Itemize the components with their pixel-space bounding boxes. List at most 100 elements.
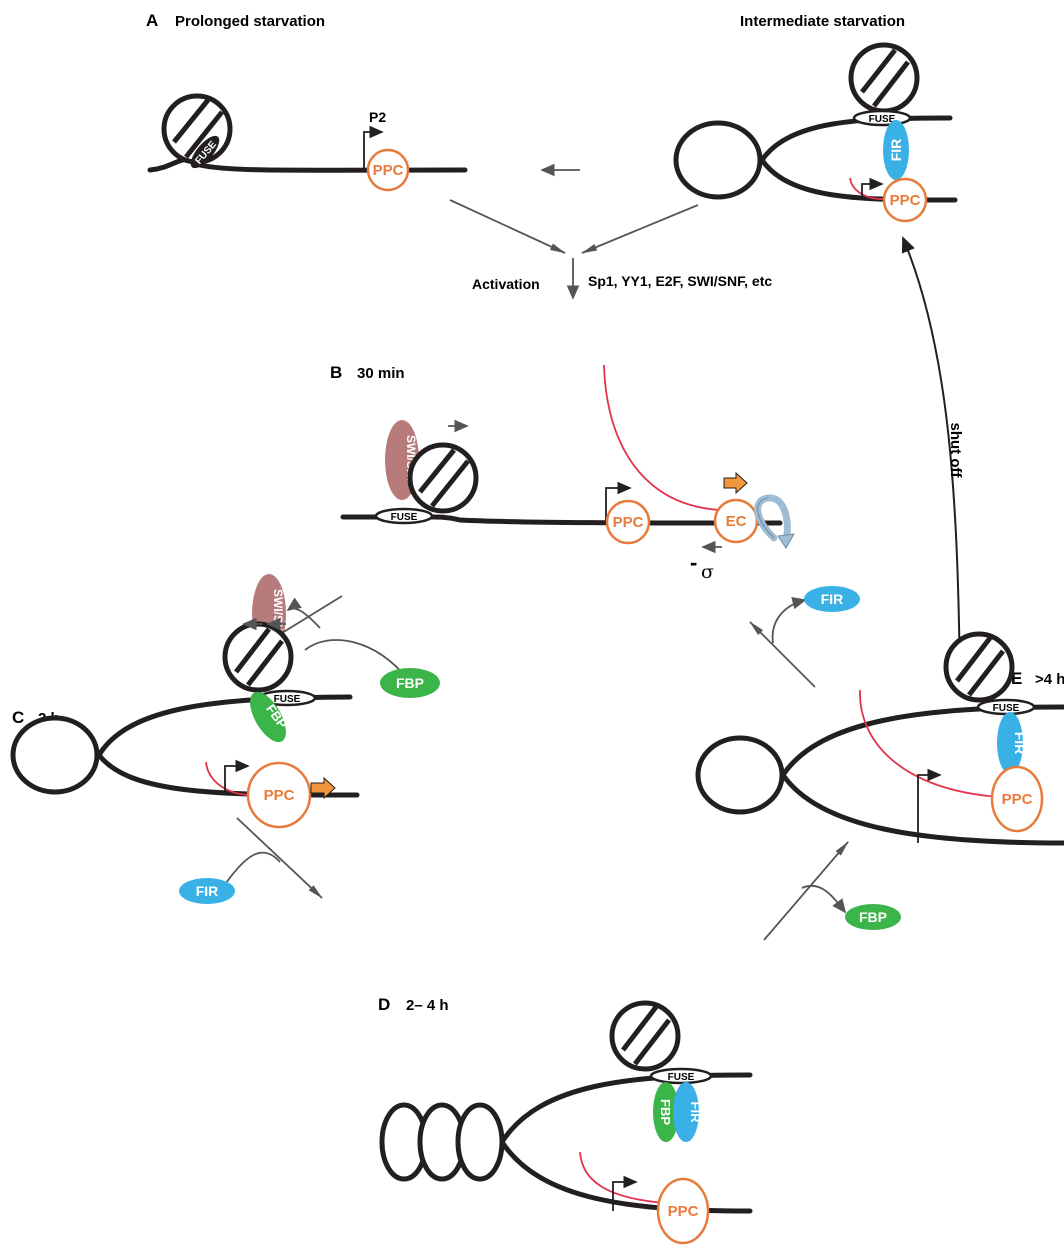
fir-protein: FIR — [179, 878, 235, 904]
ppc-complex: PPC — [990, 765, 1044, 833]
svg-text:FBP: FBP — [658, 1099, 673, 1125]
transition-c-to-d: FIR — [179, 817, 323, 904]
fir-protein: FIR — [997, 712, 1028, 774]
nascent-rna — [859, 689, 1001, 798]
p2-label: P2 — [369, 109, 386, 125]
fbp-protein: FBP — [845, 904, 901, 930]
transition-arrow — [749, 621, 816, 688]
transition-arrow — [236, 817, 323, 899]
dna-strand-upper — [499, 1072, 753, 1145]
transcription-direction-arrow — [310, 776, 336, 800]
dna-loops — [379, 1102, 505, 1182]
panel-d: D 2– 4 h FUSE FBP FIR PPC — [378, 995, 753, 1245]
dna-strand-lower — [780, 772, 1064, 846]
promoter-arrow — [612, 1175, 638, 1211]
transcription-direction-arrow — [723, 471, 748, 495]
dna-strand-upper — [96, 694, 353, 758]
shut-off-arrow — [901, 236, 961, 689]
svg-text:PPC: PPC — [613, 514, 644, 531]
svg-text:FIR: FIR — [688, 1102, 703, 1124]
panel-d-title: 2– 4 h — [406, 997, 449, 1014]
svg-text:FUSE: FUSE — [993, 703, 1020, 714]
ppc-complex: PPC — [246, 761, 312, 829]
ppc-complex: PPC — [882, 177, 928, 223]
panel-c: C 2 h FUSE FBP PPC — [10, 617, 360, 829]
fir-protein: FIR — [804, 586, 860, 612]
panel-a-title: Prolonged starvation — [175, 13, 325, 30]
shut-off-label: shut off — [947, 423, 964, 479]
dna-loop — [673, 120, 763, 200]
fir-protein: FIR — [883, 120, 909, 180]
panel-c-letter: C — [12, 708, 24, 727]
release-arrow — [801, 885, 847, 914]
binding-arrow — [220, 851, 281, 891]
elongation-complex: EC — [713, 498, 759, 544]
convergence-arrow-left — [449, 199, 566, 254]
nucleosome — [943, 631, 1015, 703]
ppc-complex: PPC — [605, 499, 651, 545]
activation-label: Activation — [472, 276, 540, 292]
activation-factors: Sp1, YY1, E2F, SWI/SNF, etc — [588, 273, 772, 289]
dna-strand-upper — [759, 115, 953, 163]
convergence-arrow-right — [581, 204, 699, 254]
dna-strand — [147, 156, 468, 173]
svg-text:FIR: FIR — [821, 591, 844, 607]
svg-text:EC: EC — [726, 513, 747, 530]
transition-b-to-e: FIR — [749, 586, 860, 688]
sigma-symbol: σ — [701, 561, 714, 583]
fir-protein: FIR — [673, 1082, 703, 1142]
promoter-arrow — [363, 125, 384, 170]
panel-a-intermediate: Intermediate starvation FUSE FIR PPC — [673, 13, 958, 223]
svg-text:FIR: FIR — [196, 883, 219, 899]
fuse-element: FUSE — [976, 698, 1036, 716]
sigma-minus: - — [690, 550, 697, 575]
svg-text:FBP: FBP — [396, 675, 424, 691]
nascent-rna — [579, 1151, 666, 1204]
svg-text:FUSE: FUSE — [668, 1072, 695, 1083]
panel-a2-title: Intermediate starvation — [740, 13, 905, 30]
ppc-complex: PPC — [656, 1177, 710, 1245]
panel-e: E >4 h FUSE FIR PPC — [695, 631, 1064, 846]
shut-off-pathway: shut off — [901, 236, 964, 689]
transition-d-to-e: FBP — [763, 841, 901, 941]
binding-arrow — [304, 639, 409, 681]
promoter-arrow — [861, 177, 884, 200]
panel-b-letter: B — [330, 363, 342, 382]
dna-loop — [695, 735, 785, 815]
panel-b: B 30 min SWI/SNF FUSE PPC EC — [330, 363, 795, 583]
svg-text:FIR: FIR — [1012, 732, 1028, 755]
svg-text:PPC: PPC — [668, 1203, 699, 1220]
fbp-protein: FBP — [380, 668, 440, 698]
svg-text:FUSE: FUSE — [869, 114, 896, 125]
promoter-arrow — [917, 768, 942, 843]
svg-text:PPC: PPC — [1002, 791, 1033, 808]
svg-text:FBP: FBP — [859, 909, 887, 925]
nucleosome — [222, 621, 294, 693]
promoter-arrow — [224, 759, 250, 795]
svg-text:PPC: PPC — [373, 162, 404, 179]
nascent-rna — [205, 761, 253, 796]
fuse-element: FUSE — [852, 109, 912, 127]
panel-a: A Prolonged starvation FUSE P2 PPC — [146, 11, 580, 192]
release-arrow — [771, 596, 807, 644]
transition-arrow — [763, 841, 849, 941]
activation-block: Activation Sp1, YY1, E2F, SWI/SNF, etc — [449, 199, 772, 300]
nascent-rna — [603, 364, 721, 511]
dna-strand-lower — [499, 1139, 753, 1214]
supercoil-icon — [754, 494, 795, 549]
svg-text:FIR: FIR — [888, 139, 904, 162]
nucleosome — [848, 42, 920, 114]
panel-a-letter: A — [146, 11, 158, 30]
svg-text:PPC: PPC — [890, 192, 921, 209]
ppc-complex: PPC — [366, 148, 410, 192]
fuse-element: FUSE — [374, 507, 434, 525]
release-arrow — [286, 597, 321, 629]
dna-loop — [10, 715, 100, 795]
panel-e-title: >4 h — [1035, 671, 1064, 688]
svg-text:FUSE: FUSE — [391, 512, 418, 523]
panel-d-letter: D — [378, 995, 390, 1014]
promoter-arrow — [605, 481, 632, 522]
nucleosome — [609, 1000, 681, 1072]
fuse-element: FUSE — [649, 1067, 713, 1085]
